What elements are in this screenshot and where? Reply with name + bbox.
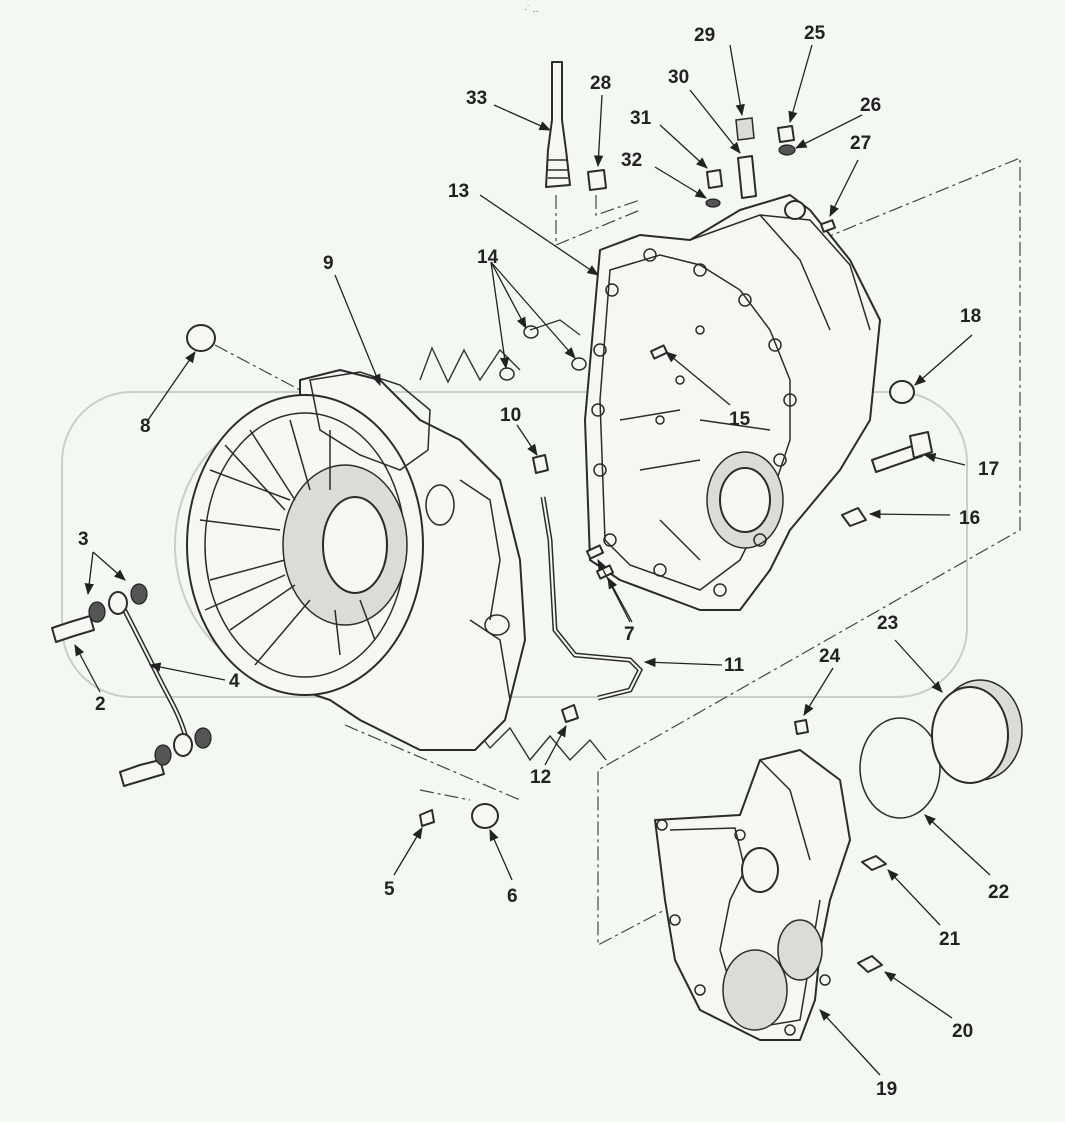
callout-17: 17 bbox=[978, 459, 999, 480]
small-parts bbox=[51, 61, 933, 973]
callout-25: 25 bbox=[804, 23, 826, 44]
part-22-o-ring bbox=[859, 717, 941, 819]
callout-22: 22 bbox=[988, 882, 1009, 903]
callout-7: 7 bbox=[624, 624, 635, 645]
part-9-bell-housing bbox=[186, 369, 526, 751]
callout-3: 3 bbox=[78, 529, 89, 550]
callout-8: 8 bbox=[140, 416, 151, 437]
callout-30: 30 bbox=[668, 67, 689, 88]
callout-14: 14 bbox=[477, 247, 499, 268]
callout-labels: 2 3 4 5 6 7 8 9 10 11 12 13 14 15 16 17 … bbox=[78, 23, 1009, 1100]
callout-29: 29 bbox=[694, 25, 715, 46]
callout-28: 28 bbox=[590, 73, 611, 94]
callout-31: 31 bbox=[630, 108, 652, 129]
callout-2: 2 bbox=[95, 694, 106, 715]
callout-4: 4 bbox=[229, 671, 240, 692]
callout-26: 26 bbox=[860, 95, 881, 116]
part-13-transmission-case bbox=[584, 194, 881, 611]
callout-23: 23 bbox=[877, 613, 898, 634]
callout-19: 19 bbox=[876, 1079, 897, 1100]
part-19-rear-cover bbox=[654, 749, 851, 1041]
callout-13: 13 bbox=[448, 181, 469, 202]
callout-15: 15 bbox=[729, 409, 751, 430]
part-4-hose-inner bbox=[121, 604, 187, 739]
callout-33: 33 bbox=[466, 88, 487, 109]
callout-16: 16 bbox=[959, 508, 980, 529]
callout-11: 11 bbox=[724, 655, 745, 676]
part-11-pipe-inner bbox=[542, 496, 642, 699]
callout-32: 32 bbox=[621, 150, 642, 171]
callout-5: 5 bbox=[384, 879, 395, 900]
callout-21: 21 bbox=[939, 929, 961, 950]
callout-9: 9 bbox=[323, 253, 334, 274]
callout-10: 10 bbox=[500, 405, 521, 426]
part-23-cover-cap bbox=[931, 679, 1023, 784]
callout-12: 12 bbox=[530, 767, 551, 788]
callout-27: 27 bbox=[850, 133, 871, 154]
callout-6: 6 bbox=[507, 886, 518, 907]
callout-20: 20 bbox=[952, 1021, 973, 1042]
callout-24: 24 bbox=[819, 646, 841, 667]
header-mark: ·˙ ‥ bbox=[524, 4, 539, 14]
callout-18: 18 bbox=[960, 306, 981, 327]
leader-lines bbox=[74, 44, 991, 1076]
